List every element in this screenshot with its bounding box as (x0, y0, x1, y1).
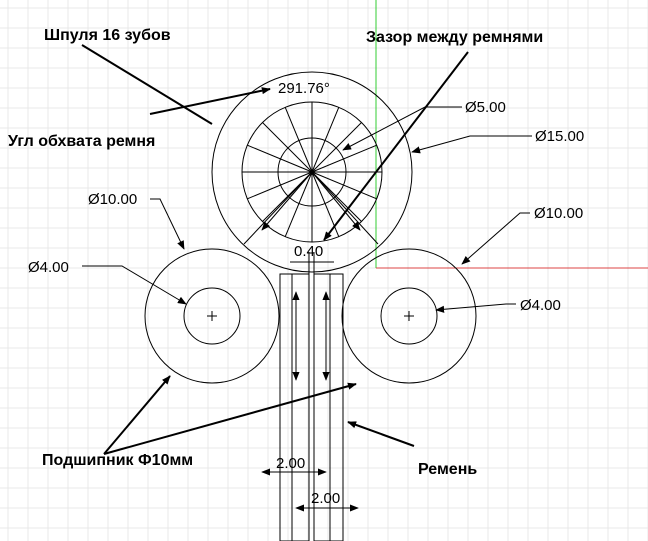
spool-outer-circle (211, 71, 413, 273)
belts[interactable] (279, 252, 344, 541)
wrap-angle-line-left (243, 171, 313, 245)
label-belt: Ремень (418, 461, 477, 478)
label-wrap-angle: Угл обхвата ремня (8, 133, 155, 150)
spool-tooth-line (311, 171, 377, 200)
bearing-leader-left (103, 375, 171, 455)
spool-tooth-line (284, 171, 313, 237)
dim-spool-inner: Ø5.00 (465, 99, 506, 116)
dim-angle: 291.76° (278, 80, 330, 97)
dim-leader-bearing-left-inner (82, 265, 187, 305)
dim-leader-bearing-left-outer (150, 198, 185, 250)
spool-radial-dim-left (261, 171, 313, 231)
bearing-left[interactable] (144, 248, 280, 384)
bearing-right-inner-circle (380, 287, 438, 345)
bearing-left-inner-circle (183, 287, 241, 345)
dim-bearing-left-outer: Ø10.00 (88, 191, 137, 208)
bearing-left-center-mark (207, 311, 217, 321)
belt-right (313, 273, 344, 541)
spool-tooth-line (284, 107, 313, 173)
dim-leader-spool-inner (342, 106, 462, 151)
bearing-right-center-mark (404, 311, 414, 321)
label-belt-gap: Зазор между ремнями (366, 29, 543, 46)
bearing-right-outer-circle (341, 248, 477, 384)
bearing-right[interactable] (341, 248, 477, 384)
dim-leader-bearing-right-inner (435, 303, 516, 313)
spool[interactable] (211, 71, 413, 273)
spool-tooth-line (311, 171, 362, 222)
wrap-angle-leader (149, 87, 271, 115)
spool-tooth-line (311, 122, 362, 173)
dim-belt-width-left: 2.00 (276, 455, 305, 472)
bearing-left-outer-circle (144, 248, 280, 384)
spool-tooth-line (247, 171, 313, 200)
spool-tooth-line (311, 144, 377, 173)
spool-tooth-line (262, 122, 313, 173)
dim-belt-width-right: 2.00 (311, 490, 340, 507)
label-bearing: Подшипник Ф10мм (42, 452, 193, 469)
dim-spool-outer: Ø15.00 (535, 128, 584, 145)
belt-leader (347, 421, 415, 447)
dim-gap: 0.40 (294, 243, 323, 260)
bearing-leader-right (103, 382, 357, 455)
dim-bearing-left-inner: Ø4.00 (28, 259, 69, 276)
label-spool: Шпуля 16 зубов (44, 27, 171, 44)
spool-radial-dim-right (311, 171, 361, 231)
dim-bearing-right-outer: Ø10.00 (534, 205, 583, 222)
dim-leader-spool-outer (411, 135, 532, 154)
dim-bearing-right-inner: Ø4.00 (520, 297, 561, 314)
spool-leader (81, 44, 213, 125)
dim-leader-bearing-right-outer (461, 212, 530, 265)
belt-left (279, 273, 310, 541)
spool-tooth-line (247, 144, 313, 173)
spool-tooth-line (311, 107, 340, 173)
belt-gap-leader (323, 51, 469, 241)
wrap-angle-line-right (311, 171, 379, 245)
